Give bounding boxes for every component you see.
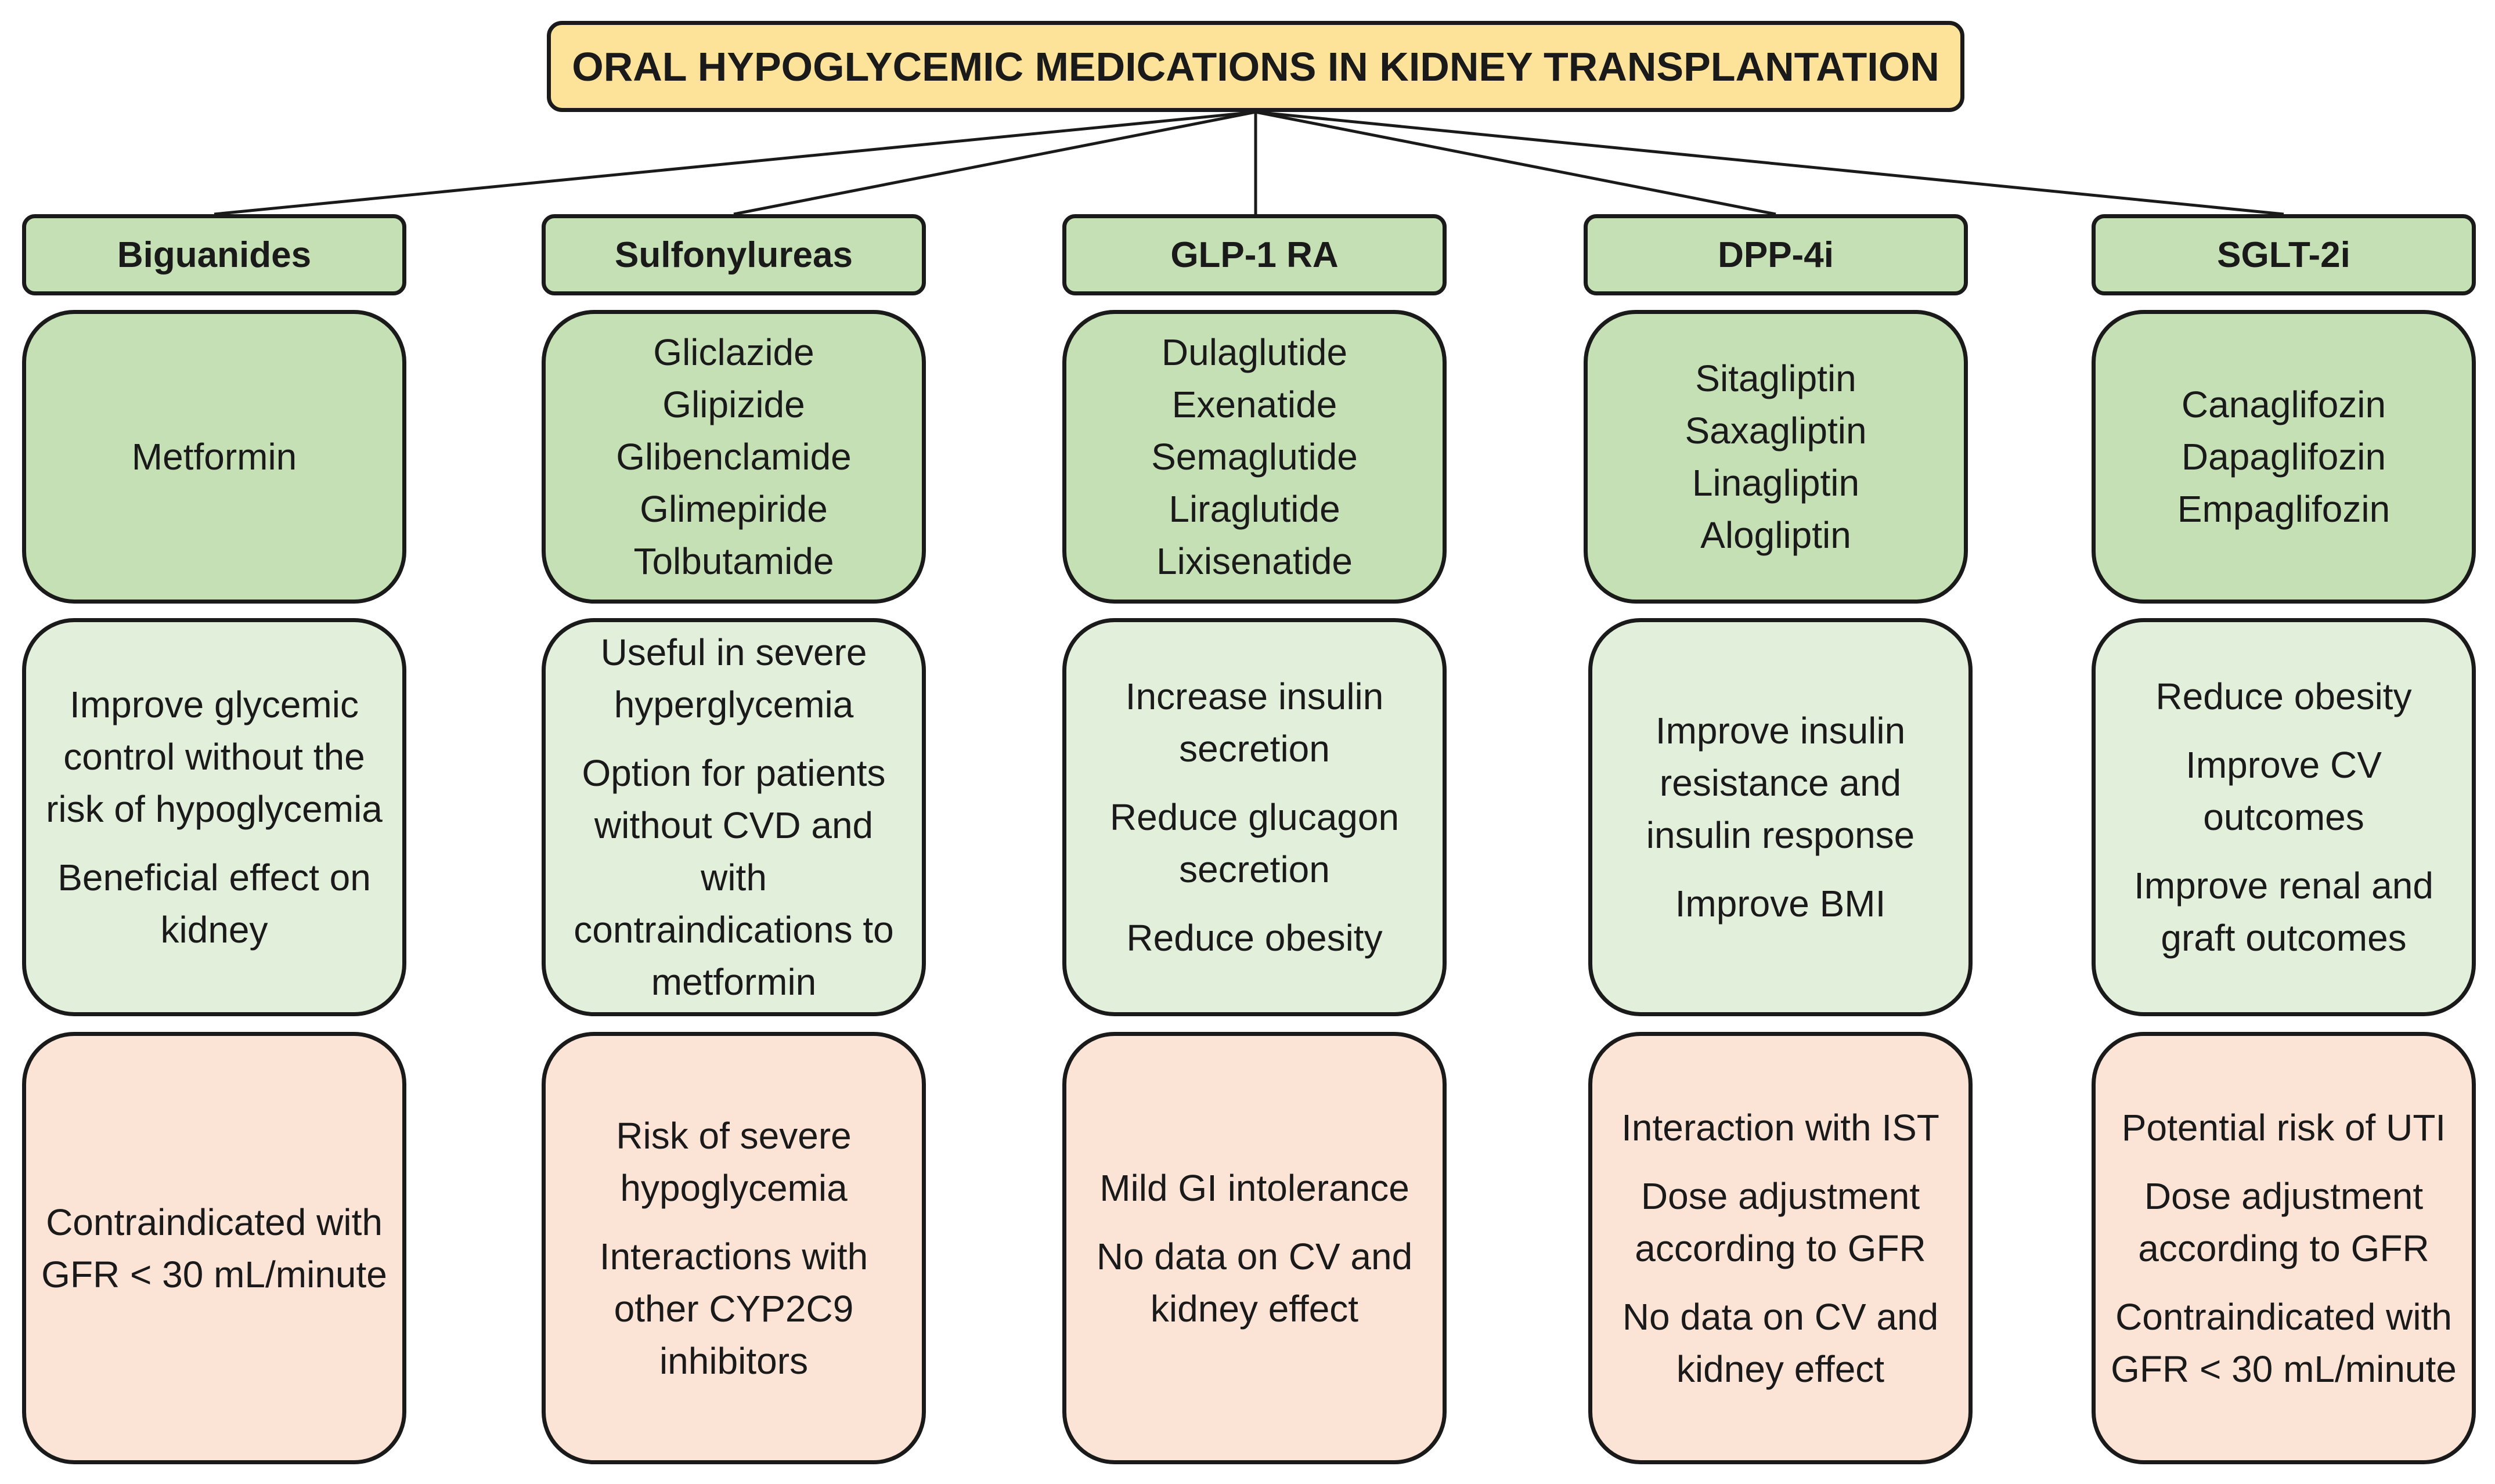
drug-list-sulfonylureas: Gliclazide Glipizide Glibenclamide Glime… — [542, 310, 926, 604]
drug-name: Exenatide — [1171, 384, 1337, 425]
benefits-sulfonylureas: Useful in severe hyperglycemia Option fo… — [542, 618, 926, 1016]
risks-dpp4i: Interaction with IST Dose adjustment acc… — [1588, 1032, 1973, 1464]
drug-name: Empaglifozin — [2177, 488, 2391, 530]
benefits-glp1-ra: Increase insulin secretion Reduce glucag… — [1062, 618, 1447, 1016]
benefit-item: Reduce obesity — [1126, 917, 1383, 959]
drug-name: Dulaglutide — [1161, 331, 1348, 373]
drug-list-biguanides: Metformin — [22, 310, 406, 604]
risks-sulfonylureas: Risk of severe hypoglycemia Interactions… — [542, 1032, 926, 1464]
drug-name: Gliclazide — [653, 331, 814, 373]
drug-name: Dapaglifozin — [2181, 436, 2386, 478]
risk-item: Risk of severe hypoglycemia — [616, 1114, 852, 1209]
drug-name: Linagliptin — [1692, 462, 1860, 504]
risks-biguanides: Contraindicated with GFR < 30 mL/minute — [22, 1032, 406, 1464]
risk-item: Mild GI intolerance — [1099, 1167, 1409, 1209]
drug-name: Semaglutide — [1151, 436, 1358, 478]
drug-name: Alogliptin — [1700, 514, 1851, 556]
risk-item: Interaction with IST — [1621, 1106, 1939, 1149]
class-header-label: GLP-1 RA — [1170, 234, 1339, 275]
benefit-item: Increase insulin secretion — [1125, 676, 1384, 770]
drug-list-glp1-ra: Dulaglutide Exenatide Semaglutide Liragl… — [1062, 310, 1447, 604]
class-header-sulfonylureas: Sulfonylureas — [542, 214, 926, 295]
drug-name: Glibenclamide — [616, 436, 852, 478]
benefit-item: Improve glycemic control without the ris… — [46, 684, 383, 830]
connector-line — [214, 110, 1256, 216]
benefit-item: Improve insulin resistance and insulin r… — [1646, 710, 1915, 856]
drug-list-sglt2i: Canaglifozin Dapaglifozin Empaglifozin — [2092, 310, 2476, 604]
class-header-dpp4i: DPP-4i — [1584, 214, 1968, 295]
class-header-label: Sulfonylureas — [615, 234, 853, 275]
drug-name: Tolbutamide — [633, 540, 834, 582]
benefit-item: Improve renal and graft outcomes — [2134, 865, 2433, 959]
risk-item: Contraindicated with GFR < 30 mL/minute — [2111, 1295, 2457, 1390]
benefits-dpp4i: Improve insulin resistance and insulin r… — [1588, 618, 1973, 1016]
class-header-label: DPP-4i — [1718, 234, 1834, 275]
benefits-biguanides: Improve glycemic control without the ris… — [22, 618, 406, 1016]
benefit-item: Reduce glucagon secretion — [1109, 796, 1400, 890]
drug-name: Saxagliptin — [1685, 410, 1867, 452]
risks-glp1-ra: Mild GI intolerance No data on CV and ki… — [1062, 1032, 1447, 1464]
benefit-item: Useful in severe hyperglycemia — [600, 631, 867, 725]
class-header-sglt2i: SGLT-2i — [2092, 214, 2476, 295]
benefit-item: Reduce obesity — [2155, 676, 2412, 717]
diagram-title: ORAL HYPOGLYCEMIC MEDICATIONS IN KIDNEY … — [547, 21, 1964, 112]
risks-sglt2i: Potential risk of UTI Dose adjustment ac… — [2092, 1032, 2476, 1464]
benefit-item: Improve CV outcomes — [2186, 744, 2382, 838]
risk-item: Dose adjustment according to GFR — [2138, 1175, 2429, 1269]
drug-name: Metformin — [131, 436, 297, 478]
risk-item: Interactions with other CYP2C9 inhibitor… — [599, 1235, 868, 1382]
benefits-sglt2i: Reduce obesity Improve CV outcomes Impro… — [2092, 618, 2476, 1016]
risk-item: Contraindicated with GFR < 30 mL/minute — [41, 1201, 387, 1295]
class-header-label: SGLT-2i — [2217, 234, 2350, 275]
connector-line — [733, 110, 1256, 216]
connector-line — [1255, 110, 2284, 216]
drug-name: Sitagliptin — [1695, 358, 1856, 399]
benefit-item: Improve BMI — [1675, 883, 1886, 925]
benefit-item: Option for patients without CVD and with… — [574, 752, 894, 1003]
benefit-item: Beneficial effect on kidney — [57, 857, 371, 951]
class-header-biguanides: Biguanides — [22, 214, 406, 295]
drug-list-dpp4i: Sitagliptin Saxagliptin Linagliptin Alog… — [1584, 310, 1968, 604]
class-header-label: Biguanides — [117, 234, 312, 275]
risk-item: No data on CV and kidney effect — [1096, 1235, 1413, 1330]
risk-item: No data on CV and kidney effect — [1622, 1295, 1939, 1390]
connector-line — [1255, 110, 1776, 216]
drug-name: Glimepiride — [640, 488, 828, 530]
drug-name: Liraglutide — [1169, 488, 1340, 530]
diagram-title-text: ORAL HYPOGLYCEMIC MEDICATIONS IN KIDNEY … — [572, 44, 1939, 89]
class-header-glp1-ra: GLP-1 RA — [1062, 214, 1447, 295]
drug-name: Glipizide — [662, 384, 805, 425]
risk-item: Dose adjustment according to GFR — [1635, 1175, 1926, 1269]
drug-name: Canaglifozin — [2181, 384, 2386, 425]
risk-item: Potential risk of UTI — [2121, 1106, 2446, 1149]
drug-name: Lixisenatide — [1156, 540, 1353, 582]
